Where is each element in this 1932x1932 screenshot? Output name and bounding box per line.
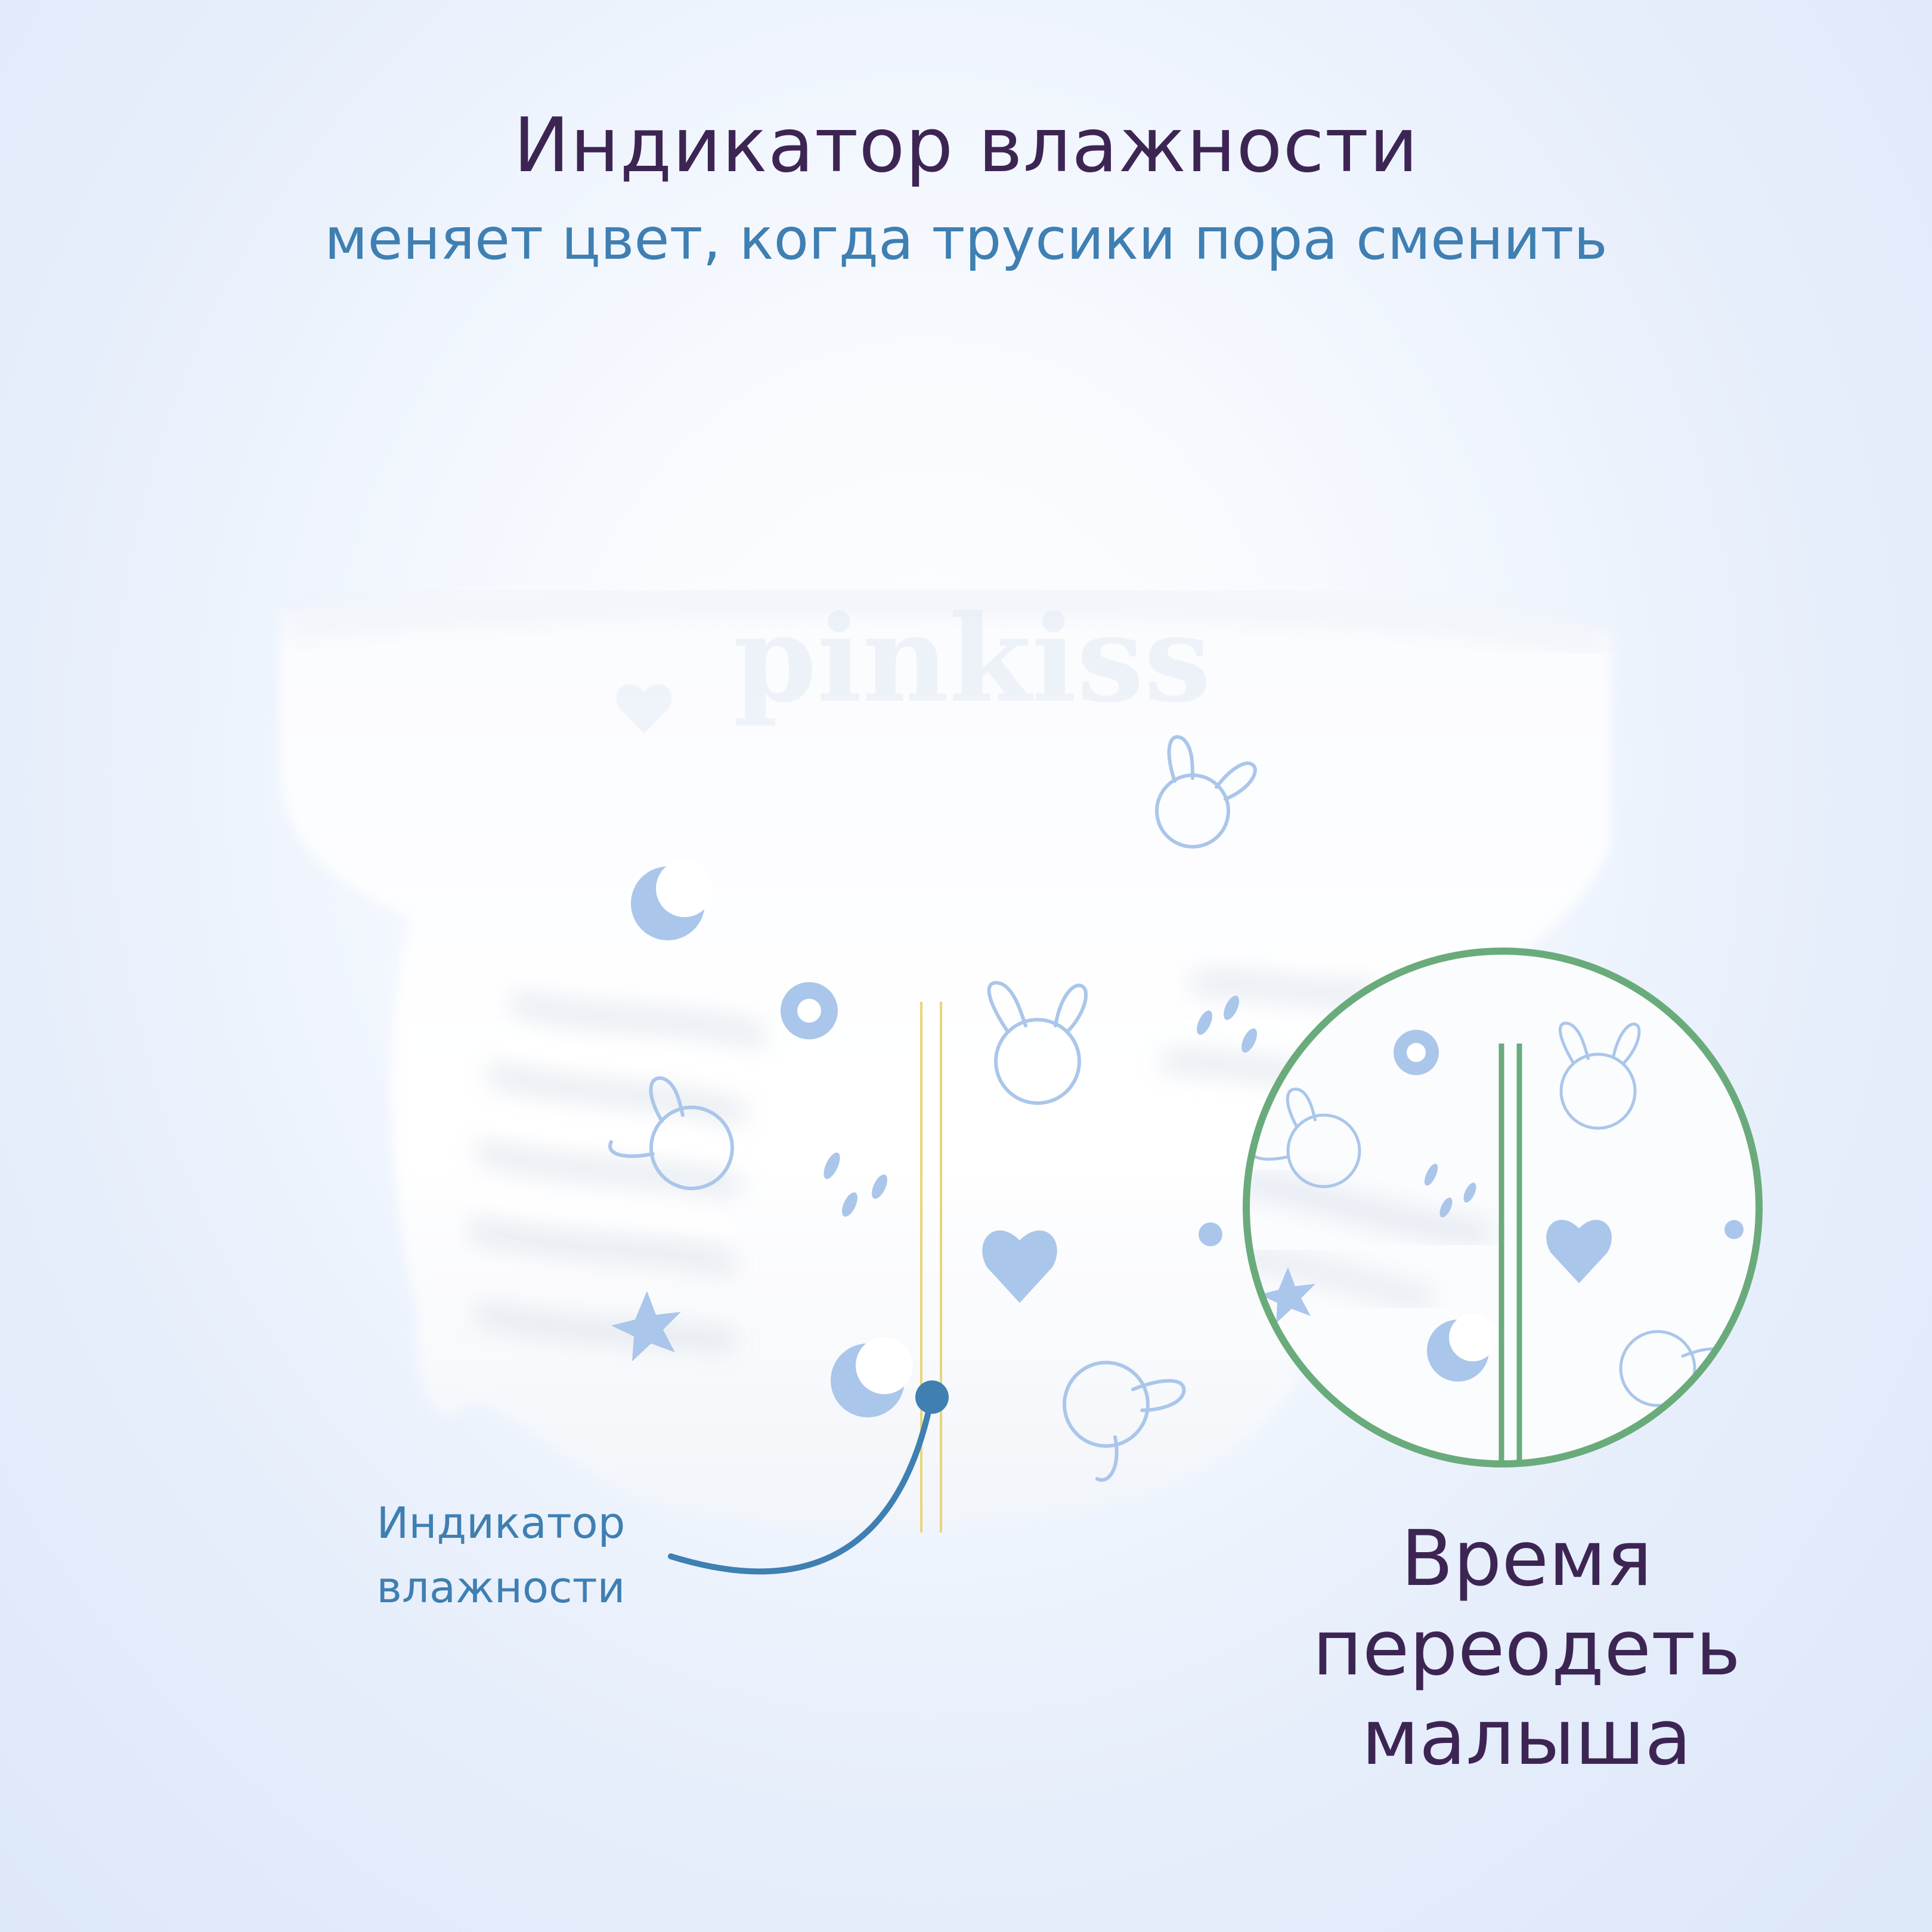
dot-icon xyxy=(1199,1222,1222,1246)
dot-icon xyxy=(1724,1220,1744,1239)
raindrops-icon xyxy=(823,1152,887,1217)
bunny-icon xyxy=(987,981,1088,1105)
moon-icon xyxy=(631,860,713,940)
indicator-callout-line1: Индикатор xyxy=(376,1498,626,1548)
moon-icon xyxy=(1427,1314,1497,1382)
change-callout-line3: малыша xyxy=(1361,1693,1692,1782)
ring-icon xyxy=(781,982,838,1039)
heart-icon xyxy=(982,1230,1057,1303)
raindrops-icon xyxy=(1197,995,1257,1053)
change-callout-line2: переодеть xyxy=(1312,1604,1741,1693)
brand-logo: pinkiss xyxy=(616,589,1211,733)
indicator-callout-pointer xyxy=(668,1380,949,1575)
bunny-icon xyxy=(608,1076,734,1190)
bunny-icon xyxy=(1155,735,1258,849)
headline-subtitle: меняет цвет, когда трусики пора сменить xyxy=(324,206,1608,273)
change-callout-line1: Время xyxy=(1401,1515,1652,1603)
bunny-icon xyxy=(1063,1361,1186,1482)
ring-icon xyxy=(1394,1030,1439,1075)
zoom-lens xyxy=(1243,948,1763,1467)
heart-icon xyxy=(1546,1219,1612,1283)
moon-icon xyxy=(831,1337,913,1417)
wetness-indicator-wet xyxy=(1498,1044,1522,1464)
change-time-label: Время переодеть малыша xyxy=(1228,1515,1825,1783)
indicator-callout-label: Индикатор влажности xyxy=(334,1491,668,1620)
star-icon xyxy=(611,1291,681,1361)
raindrops-icon xyxy=(1424,1163,1476,1218)
heart-icon xyxy=(616,684,672,733)
indicator-callout-line2: влажности xyxy=(376,1562,626,1612)
svg-text:pinkiss: pinkiss xyxy=(733,589,1211,729)
star-icon xyxy=(1259,1267,1315,1323)
headline-title: Индикатор влажности xyxy=(513,101,1419,189)
bunny-icon xyxy=(1558,1021,1641,1130)
